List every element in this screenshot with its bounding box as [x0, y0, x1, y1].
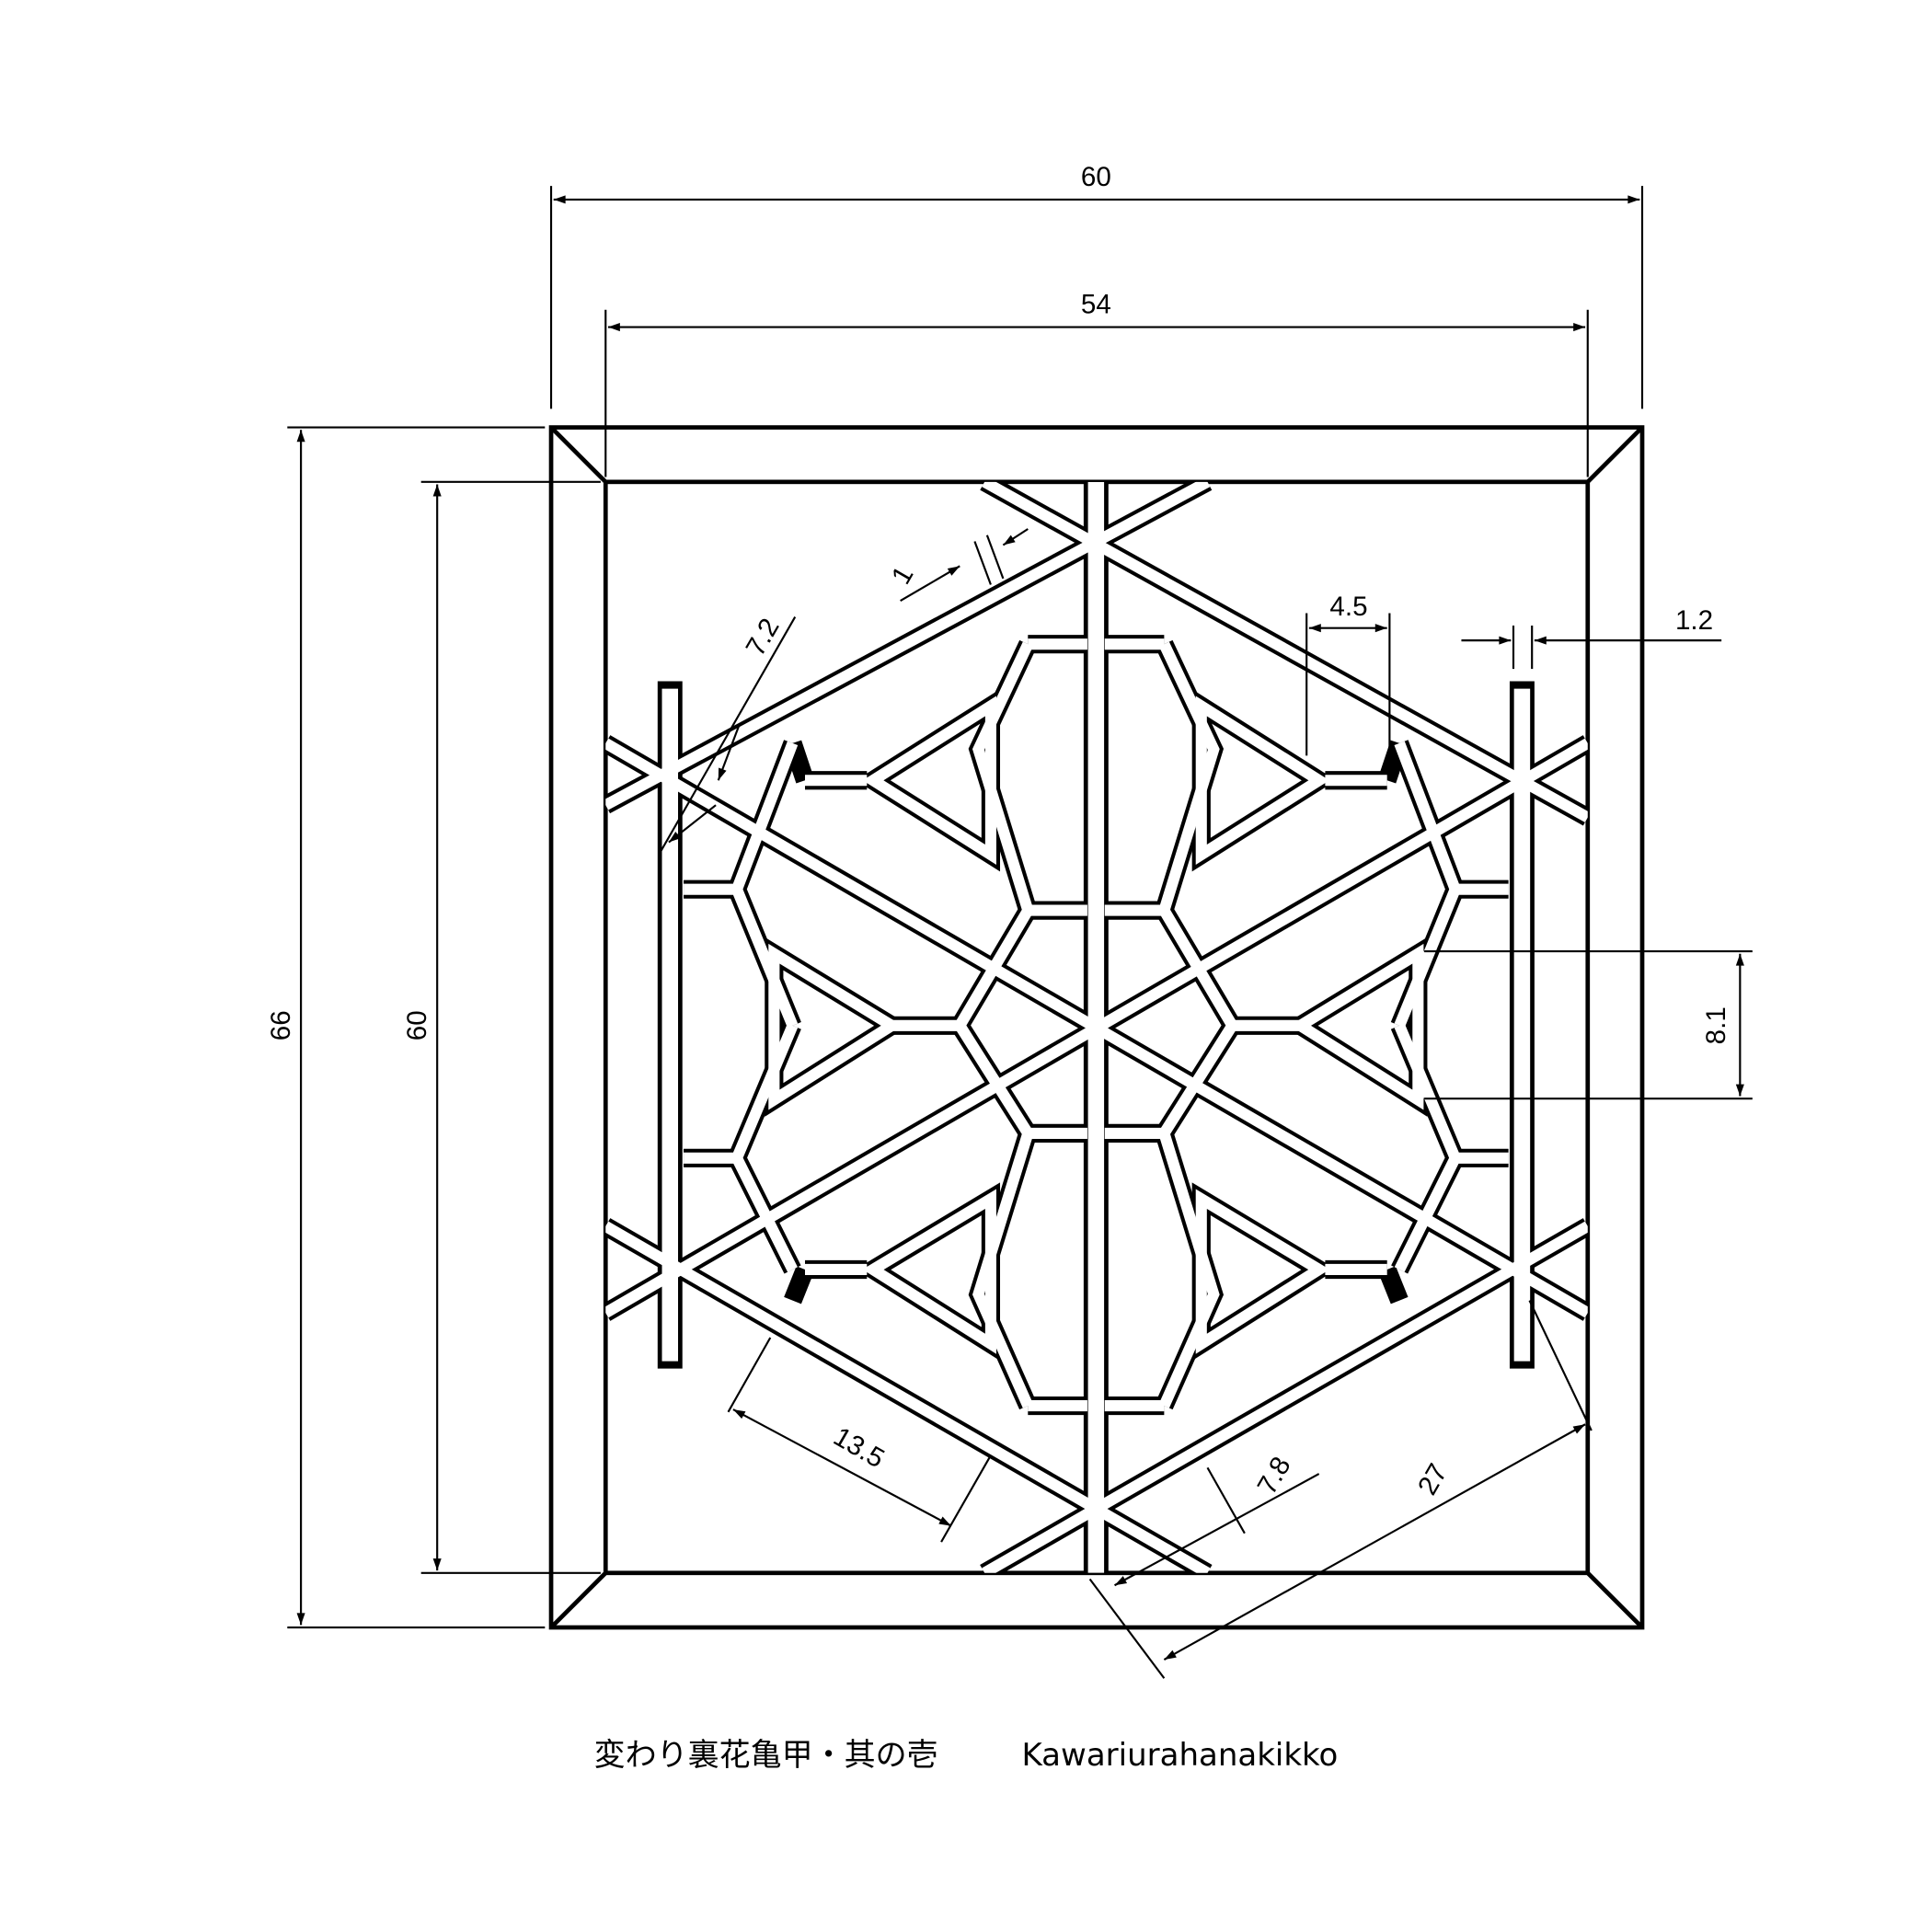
- label-diagonal-offset: 7.2: [740, 614, 785, 661]
- label-bar-width: 1: [886, 561, 920, 590]
- dimension-spoke-length: [1305, 613, 1391, 756]
- label-inner-height: 60: [402, 1010, 432, 1040]
- dimension-post-width: [1461, 625, 1722, 670]
- label-triangle-height: 8.1: [1701, 1006, 1731, 1044]
- dimension-triangle-height: [1424, 949, 1753, 1100]
- caption-japanese-title: 変わり裏花亀甲・其の壱: [593, 1737, 938, 1774]
- dimension-bar-width: [900, 528, 1029, 602]
- label-outer-width: 60: [1081, 162, 1111, 192]
- dimension-inner-width: [604, 309, 1589, 477]
- lattice-pattern: [605, 481, 1588, 1573]
- caption-romaji-title: Kawariurahanakikko: [1021, 1737, 1339, 1774]
- label-inner-width: 54: [1081, 290, 1111, 320]
- label-post-width: 1.2: [1675, 605, 1713, 636]
- label-hex-span: 27: [1412, 1459, 1454, 1500]
- label-band-spacing: 7.8: [1251, 1452, 1296, 1500]
- dimension-outer-height: [287, 426, 546, 1629]
- dimension-hex-span: [1088, 1300, 1593, 1679]
- label-outer-height: 66: [266, 1010, 296, 1040]
- dimension-outer-width: [549, 186, 1644, 409]
- label-spoke-length: 4.5: [1329, 592, 1367, 622]
- dimension-half-hex: [727, 1337, 992, 1543]
- dimension-diagonal-offset: [658, 616, 797, 856]
- dimension-inner-height: [420, 480, 601, 1574]
- drawing-caption: 変わり裏花亀甲・其の壱 Kawariurahanakikko: [0, 1730, 1932, 1775]
